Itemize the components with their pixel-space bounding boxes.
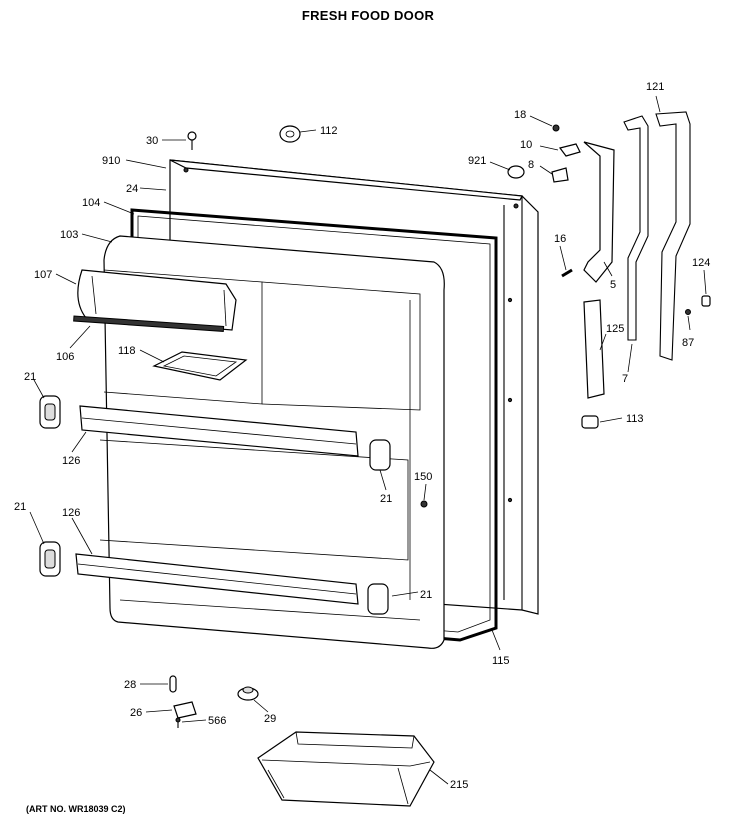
- fastener-124: [701, 295, 711, 307]
- callout-21-left-lower: 21: [14, 501, 26, 513]
- callout-24: 24: [126, 183, 138, 195]
- callout-921: 921: [468, 155, 486, 167]
- shelf-end-cap-right-lower: [367, 583, 389, 615]
- callout-7: 7: [622, 373, 628, 385]
- clip-8: [551, 167, 569, 183]
- callout-104: 104: [82, 197, 100, 209]
- callout-121: 121: [646, 81, 664, 93]
- plug-112: [279, 125, 301, 143]
- callout-18: 18: [514, 109, 526, 121]
- callout-118: 118: [118, 345, 136, 357]
- handle-trim-right: [655, 111, 691, 361]
- clip-10: [558, 143, 581, 157]
- callout-87: 87: [682, 337, 694, 349]
- door-shelf-bar-upper: [79, 405, 359, 457]
- bumper-29: [237, 686, 259, 701]
- callout-126-upper: 126: [62, 455, 80, 467]
- butter-tray: [152, 351, 248, 381]
- shelf-end-cap-left-lower: [39, 541, 61, 577]
- screw-87: [685, 309, 691, 315]
- shelf-end-cap-right-upper: [369, 439, 391, 471]
- hinge-cover-125: [583, 299, 605, 399]
- leader-lines: [29, 95, 707, 785]
- cap-921: [507, 165, 525, 179]
- callout-26: 26: [130, 707, 142, 719]
- screw-18: [552, 124, 560, 132]
- callout-126-lower: 126: [62, 507, 80, 519]
- handle-trim-left: [623, 115, 649, 341]
- callout-107: 107: [34, 269, 52, 281]
- hinge-cap-113: [581, 415, 599, 429]
- callout-10: 10: [520, 139, 532, 151]
- art-number: (ART NO. WR18039 C2): [26, 804, 126, 814]
- callout-566: 566: [208, 715, 226, 727]
- callout-5: 5: [610, 279, 616, 291]
- screw-16: [561, 268, 573, 278]
- callout-21-right-lower: 21: [420, 589, 432, 601]
- callout-125: 125: [606, 323, 624, 335]
- callout-124: 124: [692, 257, 710, 269]
- shelf-end-cap-left-upper: [39, 395, 61, 429]
- callout-106: 106: [56, 351, 74, 363]
- callout-215: 215: [450, 779, 468, 791]
- door-bin-215: [257, 731, 435, 807]
- callout-910: 910: [102, 155, 120, 167]
- callout-112: 112: [320, 125, 338, 137]
- screw-30: [187, 131, 197, 150]
- callout-8: 8: [528, 159, 534, 171]
- callout-29: 29: [264, 713, 276, 725]
- callout-16: 16: [554, 233, 566, 245]
- callout-150: 150: [414, 471, 432, 483]
- hinge-bracket: [583, 141, 615, 283]
- screw-150: [420, 500, 428, 508]
- plate-26: [173, 701, 197, 719]
- pin-28: [169, 675, 177, 693]
- callout-113: 113: [626, 413, 644, 425]
- screw-566: [175, 717, 181, 728]
- door-shelf-bar-lower: [75, 553, 359, 605]
- callout-115: 115: [492, 655, 510, 667]
- callout-28: 28: [124, 679, 136, 691]
- callout-21-right-upper: 21: [380, 493, 392, 505]
- callout-21-left-upper: 21: [24, 371, 36, 383]
- diagram-title: FRESH FOOD DOOR: [301, 8, 435, 23]
- callout-103: 103: [60, 229, 78, 241]
- dairy-compartment-door: [73, 269, 237, 332]
- callout-30: 30: [146, 135, 158, 147]
